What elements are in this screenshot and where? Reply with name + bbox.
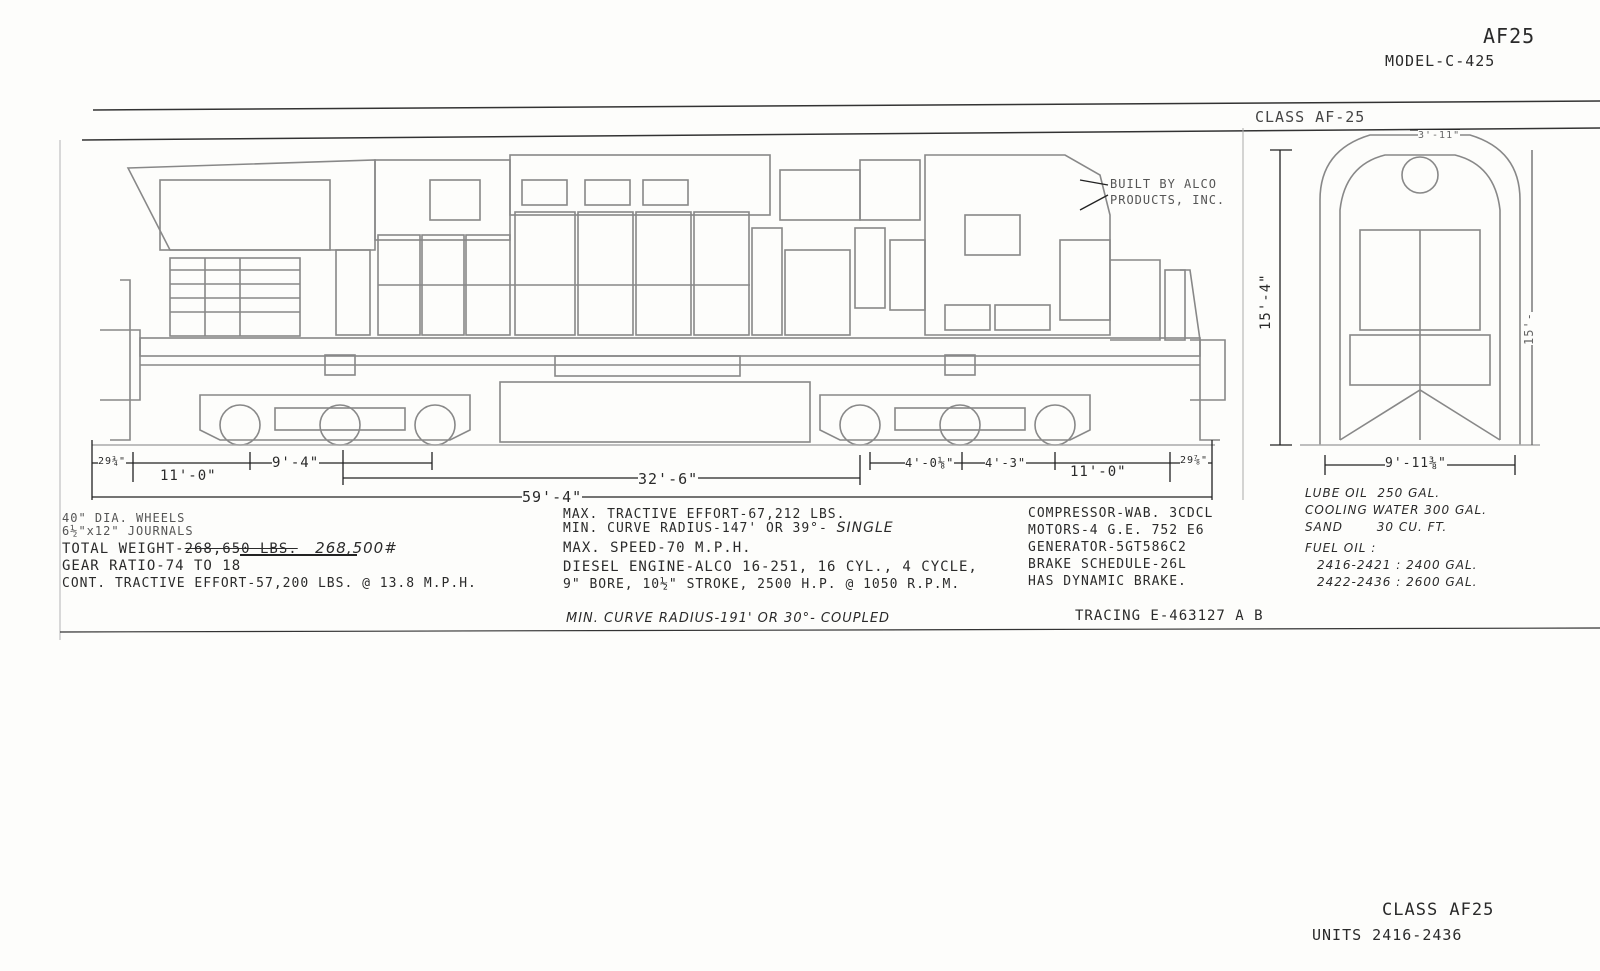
spec-weight-struck: 268,650 LBS. (184, 541, 298, 557)
spec-diesel-engine: DIESEL ENGINE-ALCO 16-251, 16 CYL., 4 CY… (563, 559, 978, 575)
dim-overall-length: 59'-4" (522, 488, 583, 506)
builder-line-2: PRODUCTS, INC. (1110, 193, 1226, 207)
model-header: MODEL-C-425 (1385, 52, 1496, 70)
spec-cont-tractive: CONT. TRACTIVE EFFORT-57,200 LBS. @ 13.8… (62, 576, 477, 591)
spec-wheels: 40" DIA. WHEELS (62, 511, 186, 525)
spec-brake-schedule: BRAKE SCHEDULE-26L (1028, 557, 1187, 572)
spec-sand: SAND 30 CU. FT. (1305, 520, 1448, 534)
class-code-header: AF25 (1483, 24, 1536, 48)
spec-motors: MOTORS-4 G.E. 752 E6 (1028, 523, 1205, 538)
end-elevation (1300, 134, 1540, 446)
spec-journals: 6½"x12" JOURNALS (62, 524, 194, 538)
spec-compressor: COMPRESSOR-WAB. 3CDCL (1028, 506, 1214, 521)
spec-total-weight-label: TOTAL WEIGHT- (62, 541, 185, 557)
dimension-lines (91, 129, 1533, 556)
dim-axle-left: 9'-4" (272, 455, 320, 471)
dim-axle-right-b: 4'-3" (985, 456, 1027, 470)
spec-total-weight: TOTAL WEIGHT-268,650 LBS. 268,500# (62, 540, 477, 558)
builder-line-1: BUILT BY ALCO (1110, 177, 1217, 191)
spec-cooling-water: COOLING WATER 300 GAL. (1305, 503, 1487, 517)
diagram-class-label: CLASS AF-25 (1255, 108, 1366, 126)
dim-wheelbase-right: 11'-0" (1070, 464, 1127, 480)
spec-gear-ratio: GEAR RATIO-74 TO 18 (62, 558, 242, 574)
specs-far-right: LUBE OIL 250 GAL. COOLING WATER 300 GAL.… (1305, 485, 1487, 591)
spec-min-curve-label: MIN. CURVE RADIUS-147' OR 39°- (563, 521, 828, 536)
spec-weight-new: 268,500# (315, 539, 398, 557)
specs-left: 40" DIA. WHEELS 6½"x12" JOURNALS TOTAL W… (62, 512, 477, 592)
spec-max-speed: MAX. SPEED-70 M.P.H. (563, 540, 752, 556)
dim-overhang-left: 29¾" (98, 456, 127, 467)
dim-overhang-right: 29⅞" (1180, 455, 1209, 466)
tracing-number: TRACING E-463127 A B (1075, 608, 1264, 624)
spec-dynamic-brake: HAS DYNAMIC BRAKE. (1028, 574, 1187, 589)
spec-generator: GENERATOR-5GT586C2 (1028, 540, 1187, 555)
dim-width: 9'-11⅜" (1385, 456, 1447, 471)
dim-height: 15'-4" (1258, 273, 1274, 330)
builder-label: BUILT BY ALCO PRODUCTS, INC. (1110, 176, 1225, 208)
spec-min-curve-single: MIN. CURVE RADIUS-147' OR 39°- SINGLE (563, 520, 978, 537)
dim-truck-centers: 32'-6" (638, 470, 699, 488)
side-elevation (92, 154, 1226, 446)
spec-fuel-2422: 2422-2436 : 2600 GAL. (1317, 575, 1478, 589)
footer-units: UNITS 2416-2436 (1312, 926, 1463, 944)
dim-end-height: 15'- (1522, 312, 1536, 345)
specs-middle: MAX. TRACTIVE EFFORT-67,212 LBS. MIN. CU… (563, 508, 978, 593)
dim-axle-right-a: 4'-0⅛" (905, 456, 955, 470)
spec-max-tractive: MAX. TRACTIVE EFFORT-67,212 LBS. (563, 507, 846, 522)
dim-top-width: 3'-11" (1418, 130, 1461, 141)
min-curve-coupled: MIN. CURVE RADIUS-191' OR 30°- COUPLED (566, 611, 891, 626)
specs-right: COMPRESSOR-WAB. 3CDCL MOTORS-4 G.E. 752 … (1028, 505, 1213, 590)
spec-fuel-oil: FUEL OIL : (1305, 541, 1377, 555)
spec-bore-stroke: 9" BORE, 10½" STROKE, 2500 H.P. @ 1050 R… (563, 577, 961, 592)
dim-wheelbase-left: 11'-0" (160, 468, 217, 484)
spec-fuel-2416: 2416-2421 : 2400 GAL. (1317, 558, 1478, 572)
footer-class: CLASS AF25 (1382, 900, 1495, 920)
spec-lube-oil: LUBE OIL 250 GAL. (1305, 486, 1441, 500)
spec-single-label: SINGLE (836, 520, 894, 536)
